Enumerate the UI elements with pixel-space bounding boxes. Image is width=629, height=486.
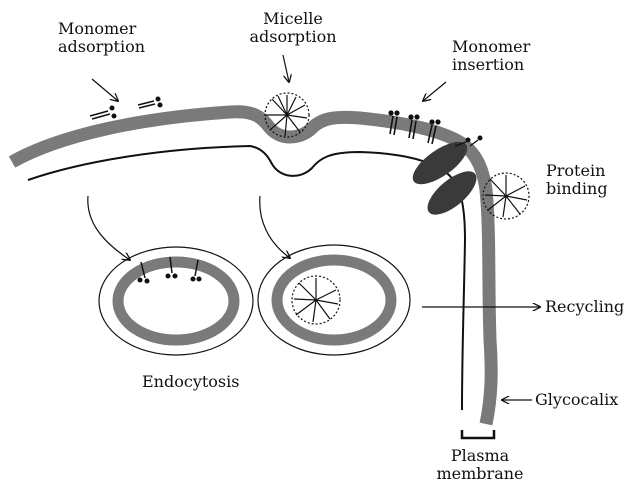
endocytic-vesicle-monomer — [99, 247, 253, 355]
plasma-membrane-bracket — [462, 430, 494, 438]
micelle-adsorption-line1: Micelle — [243, 10, 343, 28]
monomer-adsorption-line1: Monomer — [58, 20, 145, 38]
micelle-adsorption-label: Micelle adsorption — [243, 10, 343, 46]
endocytosis-arrow-left — [88, 196, 130, 260]
monomer-adsorption-arrow — [92, 79, 118, 101]
micelle-adsorption-arrow — [283, 55, 289, 82]
monomer-adsorption-line2: adsorption — [58, 38, 145, 56]
monomer-adsorption-label: Monomer adsorption — [58, 20, 145, 56]
monomer-insertion-line2: insertion — [452, 56, 530, 74]
monomer-insertion-label: Monomer insertion — [452, 38, 530, 74]
endocytosis-arrow-right — [260, 196, 290, 258]
plasma-membrane-label: Plasma membrane — [430, 447, 530, 483]
protein-binding-label: Protein binding — [546, 162, 608, 198]
micelle-adsorption-line2: adsorption — [243, 28, 343, 46]
glycocalix-label: Glycocalix — [535, 391, 618, 409]
monomer-insertion-arrow — [423, 82, 446, 101]
protein-binding-line2: binding — [546, 180, 608, 198]
recycling-label: Recycling — [545, 298, 624, 316]
plasma-membrane-line2: membrane — [430, 465, 530, 483]
endocytic-vesicle-micelle — [258, 245, 410, 355]
monomer-insertion-line1: Monomer — [452, 38, 530, 56]
protein-binding-line1: Protein — [546, 162, 608, 180]
endocytosis-label: Endocytosis — [142, 373, 239, 391]
membrane-band — [12, 112, 491, 424]
plasma-membrane-line1: Plasma — [430, 447, 530, 465]
